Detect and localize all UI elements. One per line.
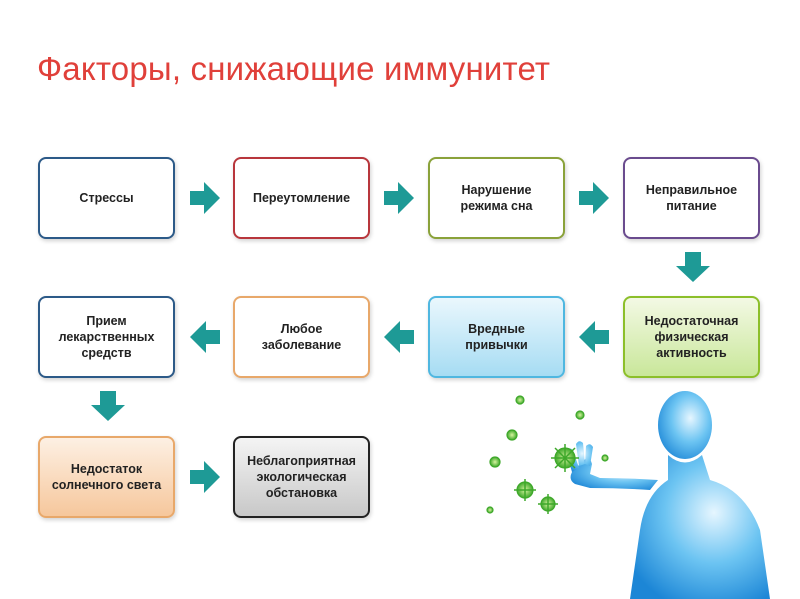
page-title: Факторы, снижающие иммунитет: [37, 50, 551, 87]
arrow-right-icon: [190, 461, 220, 493]
box-sunlight: Недостаток солнечного света: [38, 436, 175, 518]
box-overwork: Переутомление: [233, 157, 370, 239]
arrow-down-icon: [91, 391, 125, 421]
box-habits: Вредные привычки: [428, 296, 565, 378]
arrow-right-icon: [384, 182, 414, 214]
arrow-right-icon: [579, 182, 609, 214]
human-figure-blocking-virus-icon: [486, 391, 770, 599]
arrow-right-icon: [190, 182, 220, 214]
box-nutrition: Неправильное питание: [623, 157, 760, 239]
box-medication: Прием лекарственных средств: [38, 296, 175, 378]
arrow-left-icon: [190, 321, 220, 353]
arrow-left-icon: [384, 321, 414, 353]
box-stress: Стрессы: [38, 157, 175, 239]
box-sleep: Нарушение режима сна: [428, 157, 565, 239]
box-disease: Любое заболевание: [233, 296, 370, 378]
box-ecology: Неблагоприятная экологическая обстановка: [233, 436, 370, 518]
box-activity: Недостаточная физическая активность: [623, 296, 760, 378]
arrow-down-icon: [676, 252, 710, 282]
arrow-left-icon: [579, 321, 609, 353]
